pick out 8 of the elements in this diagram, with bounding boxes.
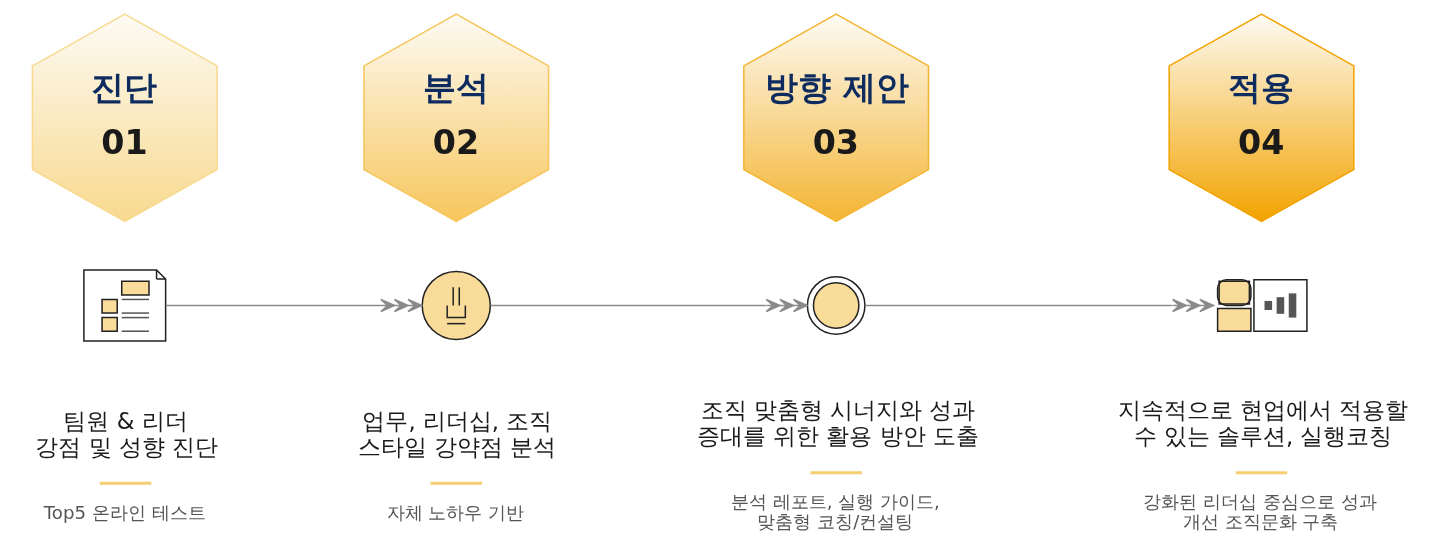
node-label: Top5 온라인 테스트 xyxy=(43,502,206,524)
node-label: 팀원 & 리더 강점 및 성향 진단 xyxy=(35,407,219,460)
node-label: 지속적으로 현업에서 적용할 수 있는 솔루션, 실행코칭 xyxy=(1117,397,1409,449)
node-label: 업무, 리더십, 조직 스타일 강약점 분석 xyxy=(357,407,557,460)
node-label: 조직 맞춤형 시너지와 성과 증대를 위한 활용 방안 도출 xyxy=(696,397,979,449)
node-label: 자체 노하우 기반 xyxy=(386,502,525,524)
node-label: 분석 레포트, 실행 가이드, 맞춤형 코칭/컨설팅 xyxy=(730,491,940,533)
node-label: 강화된 리더십 중심으로 성과 개선 조직문화 구축 xyxy=(1143,491,1377,533)
